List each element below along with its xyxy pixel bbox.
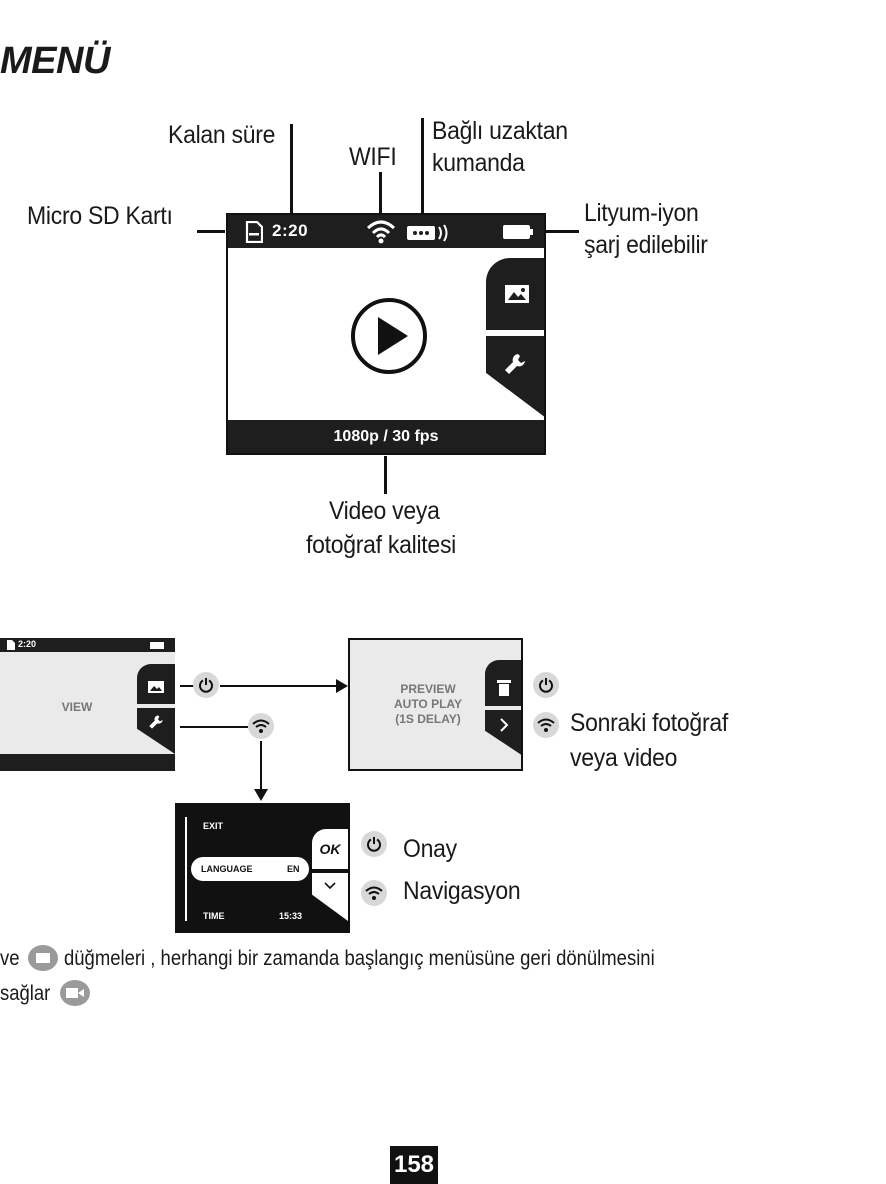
battery-icon	[150, 642, 164, 649]
view-status-bar: 2:20	[0, 638, 175, 652]
status-bar: 2:20	[228, 215, 544, 248]
gallery-icon	[148, 681, 164, 693]
view-time: 2:20	[18, 639, 37, 649]
view-settings-tab[interactable]	[137, 708, 175, 754]
power-icon	[199, 678, 213, 693]
wifi-icon	[252, 719, 270, 733]
ok-label: OK	[319, 841, 341, 857]
remote-icon	[407, 224, 448, 242]
video-button-icon	[60, 980, 90, 1006]
wrench-icon	[149, 715, 163, 729]
down-tab[interactable]	[312, 873, 348, 921]
wifi-icon	[365, 886, 383, 900]
preview-screen: PREVIEW AUTO PLAY (1S DELAY)	[348, 638, 523, 771]
label-wifi: WIFI	[349, 143, 397, 171]
leader-line-sd	[197, 230, 225, 233]
page-title: MENÜ	[0, 40, 110, 82]
footer-text-line2: sağlar	[0, 982, 51, 1005]
power-button-chip	[361, 831, 387, 857]
trash-icon	[497, 680, 511, 696]
quality-bar: 1080p / 30 fps	[228, 420, 544, 453]
page-number: 158	[390, 1146, 438, 1184]
main-camera-screen: 2:20 1080p / 3	[226, 213, 546, 455]
arrow-head-right	[336, 679, 348, 693]
arrow-line-settings-b	[260, 741, 262, 791]
footer-text-line1: düğmeleri , herhangi bir zamanda başlang…	[64, 947, 655, 970]
power-button-chip	[193, 672, 219, 698]
label-remote-line2: kumanda	[432, 149, 525, 177]
view-gallery-tab[interactable]	[137, 664, 175, 704]
legend-navigation: Navigasyon	[403, 877, 521, 905]
gallery-tab[interactable]	[486, 258, 544, 330]
footer-text-start: ve	[0, 947, 20, 970]
next-photo-line1: Sonraki fotoğraf	[570, 709, 728, 737]
label-battery-line1: Lityum-iyon	[584, 199, 699, 227]
wifi-icon	[537, 718, 555, 732]
gallery-icon	[505, 285, 529, 303]
view-center-text: VIEW	[61, 700, 93, 714]
time-value: 15:33	[279, 911, 303, 921]
label-remaining-time: Kalan süre	[168, 121, 276, 149]
preview-line2: AUTO PLAY	[393, 697, 462, 711]
chevron-right-icon	[500, 718, 509, 732]
settings-row-time[interactable]: TIME	[203, 911, 225, 921]
leader-line-quality	[384, 456, 387, 494]
leader-line-remote	[421, 118, 424, 214]
label-quality-line1: Video veya	[329, 497, 440, 525]
arrow-head-down	[254, 789, 268, 801]
chevron-down-icon	[324, 882, 336, 890]
settings-screen: EXIT LANGUAGE EN TIME 15:33 OK	[175, 803, 350, 933]
power-icon	[539, 678, 553, 693]
settings-row-exit[interactable]: EXIT	[203, 821, 224, 831]
next-photo-line2: veya video	[570, 744, 678, 772]
quality-text: 1080p / 30 fps	[333, 427, 439, 445]
view-screen: 2:20 VIEW	[0, 638, 175, 771]
play-icon[interactable]	[349, 296, 429, 376]
view-bottom-bar	[0, 754, 175, 771]
wifi-button-chip	[361, 880, 387, 906]
arrow-line-preview-b	[220, 685, 338, 687]
language-label: LANGUAGE	[201, 864, 253, 874]
wifi-button-chip	[533, 712, 559, 738]
arrow-line-settings-a	[180, 726, 248, 728]
preview-line3: (1S DELAY)	[395, 712, 461, 726]
sd-card-icon	[7, 640, 15, 650]
next-tab[interactable]	[485, 710, 521, 756]
label-micro-sd: Micro SD Kartı	[27, 202, 173, 230]
legend-confirm: Onay	[403, 835, 457, 863]
preview-line1: PREVIEW	[400, 682, 456, 696]
label-quality-line2: fotoğraf kalitesi	[306, 531, 457, 559]
label-battery-line2: şarj edilebilir	[584, 231, 708, 259]
leader-line-battery	[545, 230, 579, 233]
settings-tab[interactable]	[486, 336, 544, 418]
label-remote-line1: Bağlı uzaktan	[432, 117, 568, 145]
leader-line-time	[290, 124, 293, 214]
arrow-line-preview-a	[180, 685, 194, 687]
power-button-chip	[533, 672, 559, 698]
remaining-time-value: 2:20	[272, 221, 309, 240]
ok-tab[interactable]: OK	[312, 829, 348, 869]
photo-button-icon	[28, 945, 58, 971]
wrench-icon	[505, 354, 525, 374]
battery-icon	[503, 225, 533, 239]
wifi-button-chip	[248, 713, 274, 739]
wifi-icon	[366, 220, 396, 244]
leader-line-wifi	[379, 172, 382, 214]
sd-card-icon	[245, 221, 263, 243]
power-icon	[367, 837, 381, 852]
delete-tab[interactable]	[485, 660, 521, 706]
settings-scroll-indicator	[185, 817, 187, 921]
settings-row-language[interactable]: LANGUAGE EN	[191, 857, 309, 881]
language-value: EN	[287, 864, 300, 874]
